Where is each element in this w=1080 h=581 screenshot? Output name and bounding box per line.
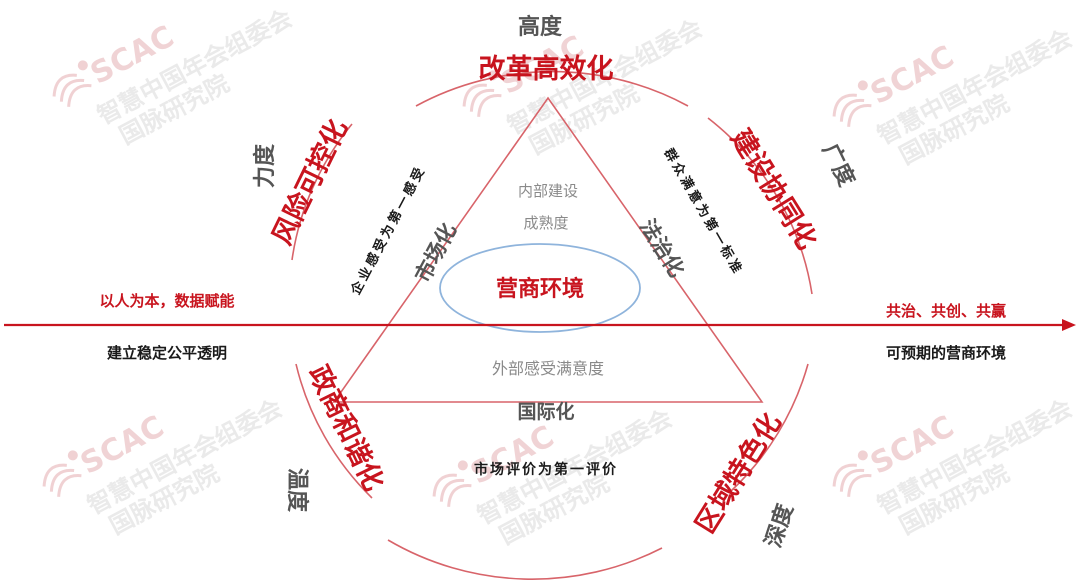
watermark-top-right bbox=[823, 0, 1080, 191]
dimension-top: 高度 bbox=[518, 14, 563, 40]
horizontal-arrow bbox=[4, 319, 1076, 331]
edge-left: 市场化 bbox=[410, 219, 461, 286]
heading-upper-left: 风险可控化 bbox=[266, 114, 354, 249]
axis-right-top: 共治、共创、共赢 bbox=[886, 302, 1006, 320]
dimension-upper-right: 广度 bbox=[817, 139, 860, 191]
heading-lower-left: 政商和谐化 bbox=[302, 361, 389, 496]
edge-right: 法治化 bbox=[635, 215, 689, 281]
arc-text-bottom: 市场评价为第一评价 bbox=[474, 461, 618, 478]
inner-top-line1: 内部建设 bbox=[518, 182, 578, 200]
edge-bottom: 国际化 bbox=[517, 400, 574, 423]
axis-left-top: 以人为本，数据赋能 bbox=[99, 292, 234, 310]
triangle bbox=[332, 96, 764, 403]
heading-upper-right: 建设协同化 bbox=[724, 124, 822, 255]
outer-circle bbox=[291, 70, 813, 580]
heading-top: 改革高效化 bbox=[479, 53, 614, 85]
core-ellipse bbox=[439, 243, 641, 333]
watermark-bottom-left bbox=[33, 352, 302, 561]
dimension-lower-right: 深度 bbox=[760, 500, 799, 551]
core-label: 营商环境 bbox=[496, 276, 584, 302]
axis-right-bottom: 可预期的营商环境 bbox=[886, 344, 1006, 362]
inner-top-line2: 成熟度 bbox=[523, 214, 568, 232]
axis-left-bottom: 建立稳定公平透明 bbox=[107, 344, 227, 362]
watermark-top-left bbox=[43, 0, 312, 171]
watermark-bottom-right bbox=[823, 352, 1080, 561]
dimension-upper-left: 力度 bbox=[252, 143, 278, 188]
inner-bottom: 外部感受满意度 bbox=[492, 359, 604, 378]
dimension-lower-left: 温度 bbox=[284, 468, 310, 513]
watermark-top-center bbox=[453, 0, 722, 181]
